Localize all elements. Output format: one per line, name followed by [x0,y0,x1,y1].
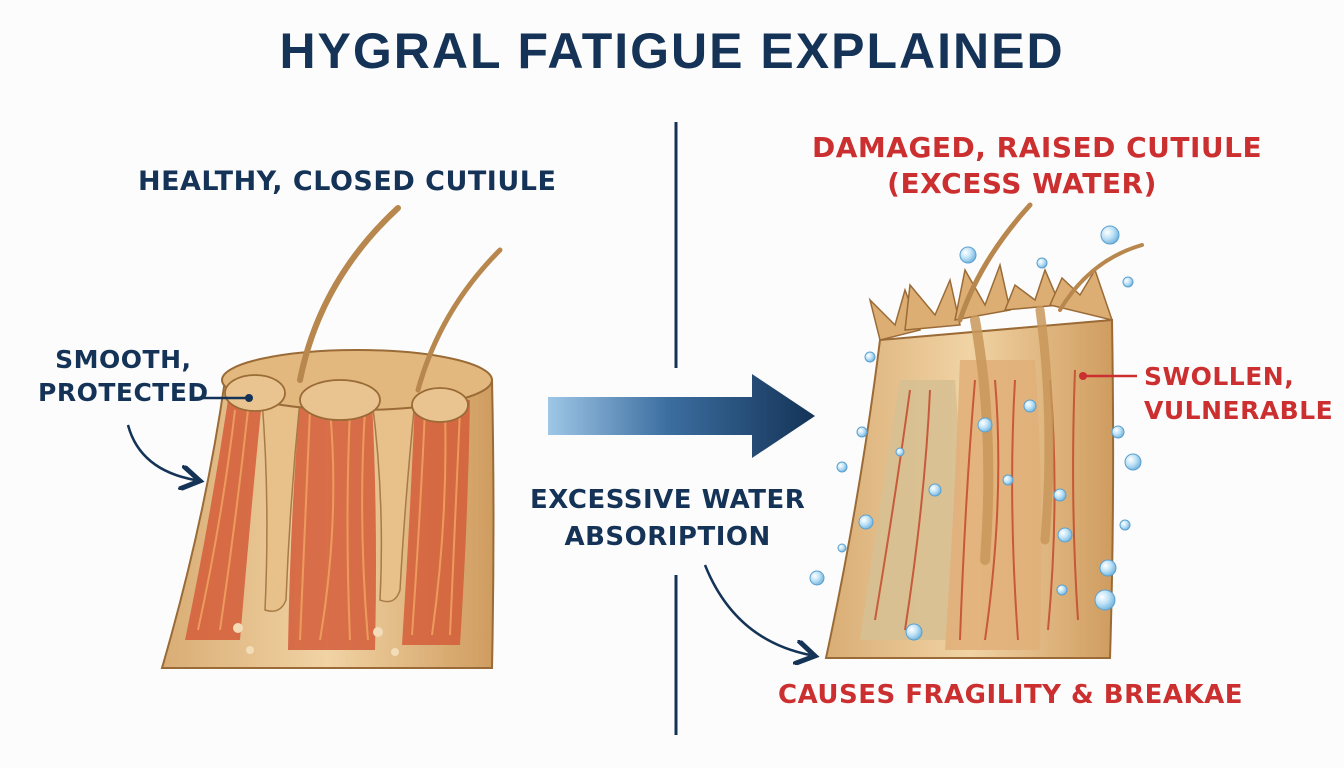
water-droplets [809,225,1142,641]
fragility-footer: CAUSES FRAGILITY & BREAKAE [778,680,1244,710]
right-arrow-icon [548,374,815,458]
damaged-heading-line1: DAMAGED, RAISED CUTIULE [812,131,1263,164]
swollen-vulnerable-callout: SWOLLEN, VULNERABLE [1144,360,1333,428]
swollen-callout-line2: VULNERABLE [1144,396,1334,425]
smooth-curved-arrow [126,424,195,480]
page-title: HYGRAL FATIGUE EXPLAINED [279,23,1065,79]
damaged-cuticle-heading: DAMAGED, RAISED CUTIULE (EXCESS WATER) [812,130,1263,202]
smooth-protected-callout: SMOOTH, PROTECTED [38,343,209,409]
healthy-hair-illustration [160,205,503,669]
fragility-curved-arrow [703,564,810,655]
water-absorption-label: EXCESSIVE WATER ABSORIPTION [530,482,805,556]
smooth-callout-line2: PROTECTED [38,378,209,407]
damaged-hair-illustration [824,202,1144,659]
water-label-line2: ABSORIPTION [564,522,771,552]
healthy-cuticle-heading: HEALTHY, CLOSED CUTIULE [138,166,557,197]
smooth-callout-line1: SMOOTH, [55,345,192,374]
swollen-callout-line1: SWOLLEN, [1144,362,1295,391]
damaged-heading-line2: (EXCESS WATER) [887,167,1157,200]
water-label-line1: EXCESSIVE WATER [530,485,806,515]
